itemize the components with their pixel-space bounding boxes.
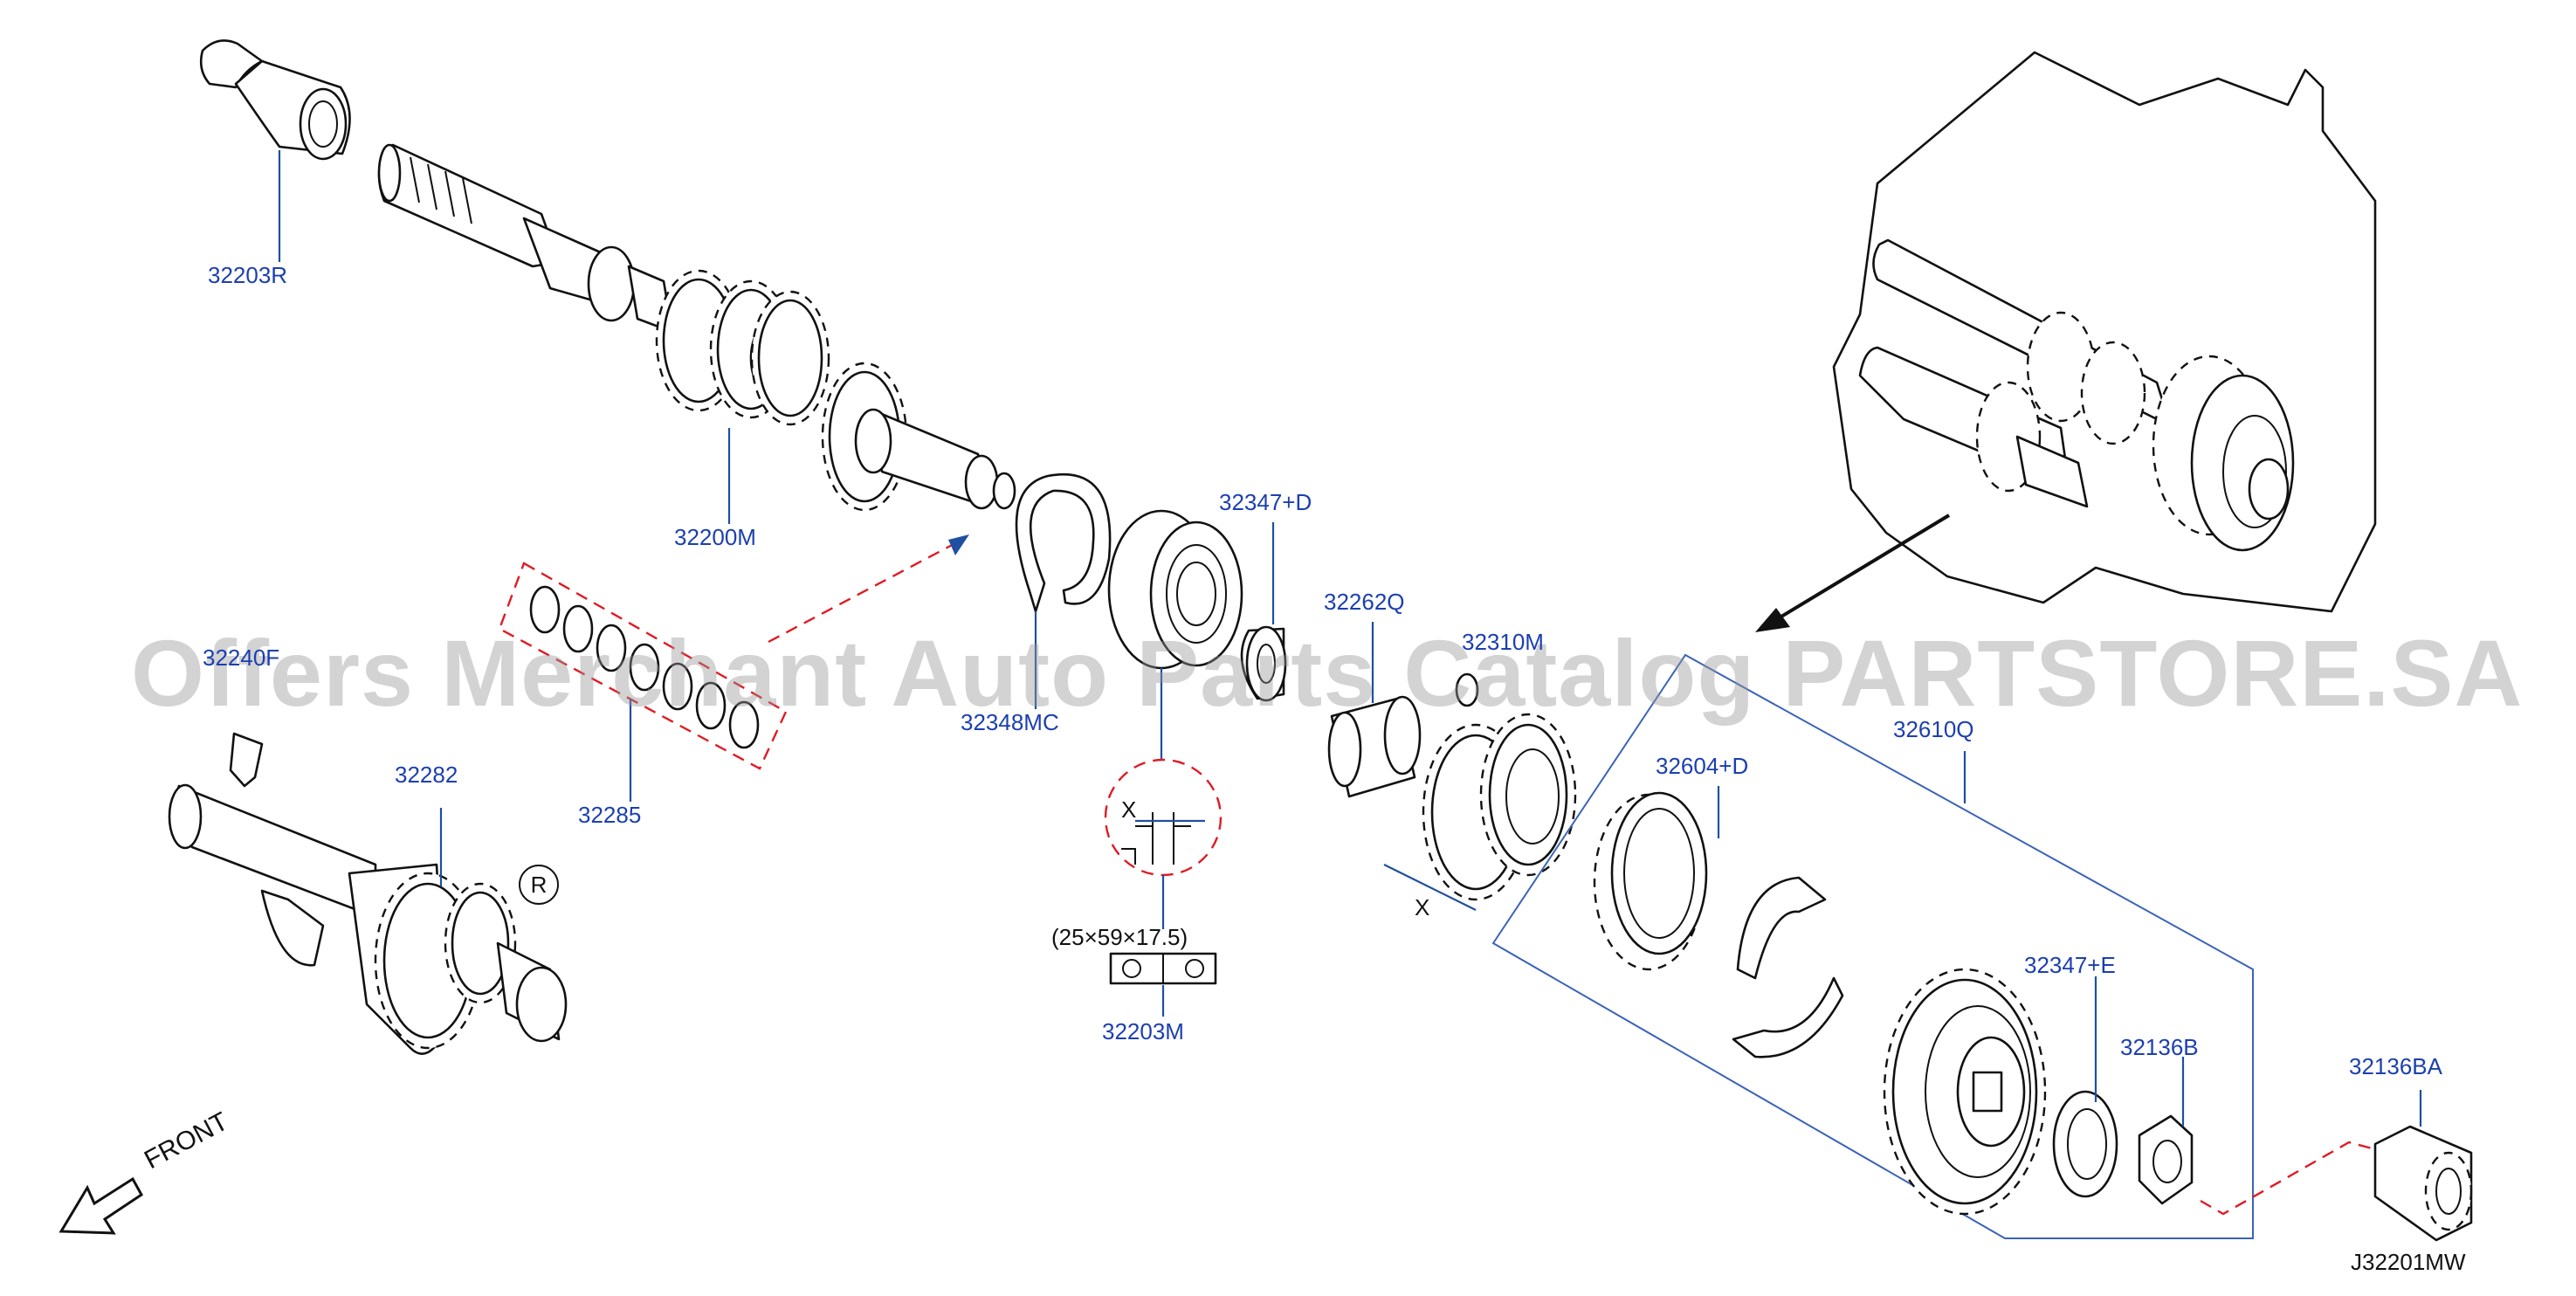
part-label-32310M[interactable]: 32310M bbox=[1462, 629, 1544, 655]
front-direction-arrow bbox=[59, 1176, 143, 1235]
spacer-set-32285 bbox=[498, 562, 788, 770]
part-label-32348MC[interactable]: 32348MC bbox=[961, 709, 1059, 735]
nut-32136B bbox=[2138, 1114, 2194, 1205]
x-dimension-label-gear: X bbox=[1415, 894, 1430, 920]
lock-washer-32347E bbox=[2052, 1090, 2118, 1198]
transmission-housing-overview bbox=[1832, 51, 2377, 613]
part-label-32347D[interactable]: 32347+D bbox=[1219, 489, 1312, 515]
part-label-32240F[interactable]: 32240F bbox=[203, 645, 280, 671]
thrust-washer-32347D bbox=[1240, 625, 1287, 702]
gear-32310M bbox=[1422, 672, 1577, 901]
part-label-32262Q[interactable]: 32262Q bbox=[1324, 589, 1405, 615]
diagram-id: J32201MW bbox=[2351, 1249, 2466, 1275]
baulk-ring-32604D bbox=[1593, 791, 1708, 971]
part-label-32285[interactable]: 32285 bbox=[578, 802, 642, 828]
needle-bearing-32262Q bbox=[1327, 695, 1422, 798]
part-label-32282[interactable]: 32282 bbox=[395, 762, 458, 788]
main-shaft-32200M bbox=[377, 143, 1016, 512]
snap-ring-32348MC bbox=[1015, 473, 1112, 613]
sleeve-32136BA bbox=[2373, 1125, 2473, 1242]
part-label-32203R[interactable]: 32203R bbox=[208, 262, 288, 288]
x-dimension-32310M bbox=[1383, 864, 1477, 911]
part-label-32604D[interactable]: 32604+D bbox=[1656, 753, 1749, 779]
part-label-32610Q[interactable]: 32610Q bbox=[1893, 716, 1974, 742]
x-dimension-label-detail: X bbox=[1121, 796, 1137, 823]
pin-32240F bbox=[229, 732, 264, 788]
bearing-32203R bbox=[199, 39, 351, 161]
part-label-32136B[interactable]: 32136B bbox=[2120, 1034, 2199, 1060]
overview-pointer-line bbox=[1771, 514, 1951, 624]
guide-line-32136BA bbox=[2200, 1141, 2376, 1216]
bearing-dimension-label: (25×59×17.5) bbox=[1051, 924, 1188, 950]
shift-key-lower bbox=[1732, 976, 1844, 1058]
shift-key-upper bbox=[1736, 876, 1827, 980]
part-label-32136BA[interactable]: 32136BA bbox=[2349, 1053, 2442, 1079]
part-label-32347E[interactable]: 32347+E bbox=[2024, 952, 2116, 978]
overview-pointer-arrow bbox=[1755, 608, 1790, 632]
part-label-32203M[interactable]: 32203M bbox=[1102, 1018, 1184, 1044]
registered-mark: R bbox=[519, 865, 559, 905]
guide-line-32285 bbox=[768, 540, 960, 644]
part-label-32200M[interactable]: 32200M bbox=[674, 524, 756, 550]
synchronizer-hub bbox=[1883, 968, 2047, 1216]
ball-bearing bbox=[1107, 509, 1243, 670]
bearing-section-32203M bbox=[1109, 952, 1217, 985]
counter-shaft-32282 bbox=[168, 783, 568, 1055]
guide-arrow-32285 bbox=[948, 534, 969, 555]
